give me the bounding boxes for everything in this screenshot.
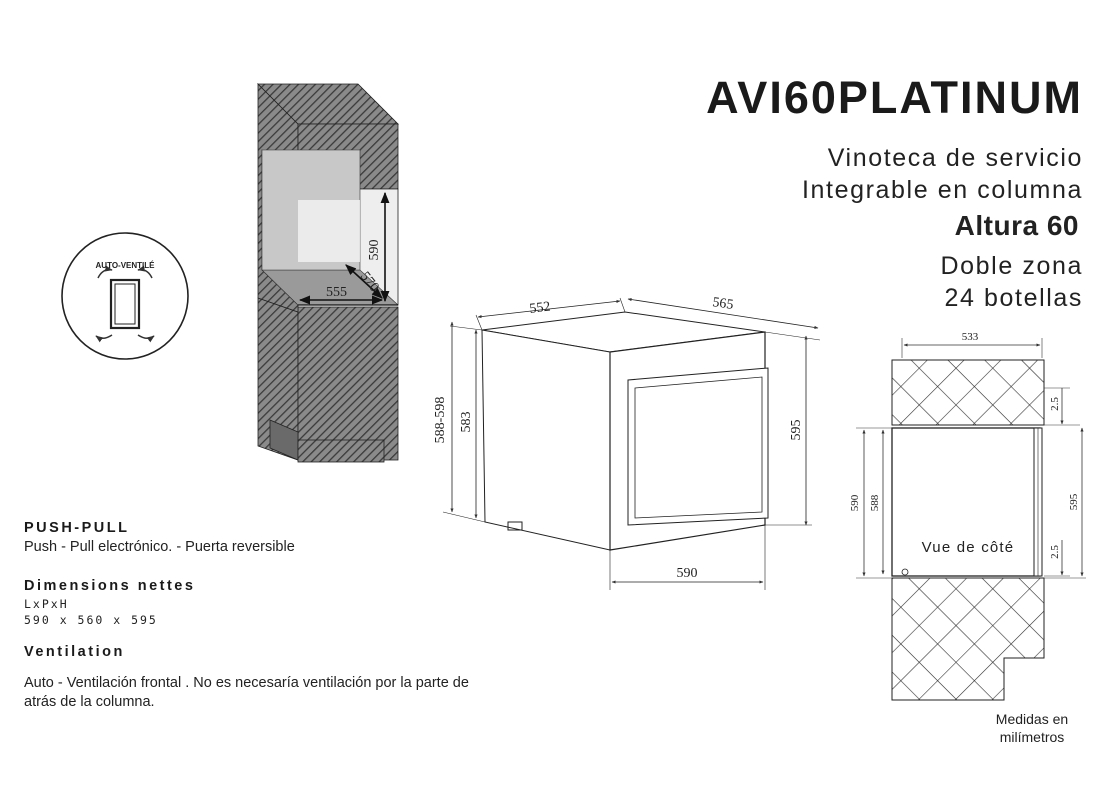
column-height-label: 590 xyxy=(367,240,382,261)
model-title: AVI60PLATINUM xyxy=(706,72,1083,123)
side-view: 533 2.5 590 588 595 2.5 Vue de côté xyxy=(849,331,1086,701)
subtitle-line-1: Vinoteca de servicio xyxy=(827,144,1083,172)
front-width-bottom-label: 590 xyxy=(677,566,698,581)
front-height-right-label: 595 xyxy=(789,420,804,441)
side-bottom-gap-label: 2.5 xyxy=(1049,545,1061,559)
dimensions-values: 590 x 560 x 595 xyxy=(24,613,158,627)
side-left-590-label: 590 xyxy=(849,494,861,511)
appliance-icon xyxy=(109,278,141,330)
subtitle-zone: Doble zona xyxy=(940,252,1083,280)
airflow-arrow-icon xyxy=(97,265,113,279)
units-footnote-line-2: milímetros xyxy=(999,729,1065,745)
units-footnote-line-1: Medidas en xyxy=(995,711,1069,727)
dimensions-axes: LxPxH xyxy=(24,597,69,611)
airflow-arrow-icon xyxy=(95,334,113,343)
front-depth-top-label: 565 xyxy=(711,295,734,313)
ventilation-text-2: atrás de la columna. xyxy=(24,694,155,710)
subtitle-line-2: Integrable en columna xyxy=(802,176,1083,204)
badge-label: AUTO-VENTILÉ xyxy=(96,261,156,270)
auto-ventile-badge: AUTO-VENTILÉ xyxy=(61,232,189,360)
side-left-588-label: 588 xyxy=(869,494,881,511)
ventilation-text-1: Auto - Ventilación frontal . No es neces… xyxy=(24,675,469,691)
ventilation-title: Ventilation xyxy=(24,644,125,660)
subtitle-height: Altura 60 xyxy=(954,210,1079,241)
side-view-label: Vue de côté xyxy=(922,539,1015,556)
front-height-range-label: 588-598 xyxy=(433,397,448,444)
side-top-width-label: 533 xyxy=(962,331,979,343)
subtitle-bottles: 24 botellas xyxy=(944,284,1083,312)
column-cabinet-view: 590 570 555 xyxy=(257,83,399,463)
airflow-arrow-icon xyxy=(137,334,155,343)
push-pull-text: Push - Pull electrónico. - Puerta revers… xyxy=(24,539,295,555)
front-inner-height-label: 583 xyxy=(459,412,474,433)
front-view: 552 565 588-598 583 595 590 xyxy=(433,295,821,590)
front-width-top-label: 552 xyxy=(529,300,552,317)
push-pull-title: PUSH-PULL xyxy=(24,520,130,536)
airflow-arrow-icon xyxy=(137,265,153,279)
dimensions-title: Dimensions nettes xyxy=(24,578,196,594)
side-top-gap-label: 2.5 xyxy=(1049,397,1061,411)
units-footnote: Medidas en milímetros xyxy=(980,711,1084,745)
column-width-label: 555 xyxy=(326,285,347,300)
side-right-595-label: 595 xyxy=(1068,493,1080,510)
